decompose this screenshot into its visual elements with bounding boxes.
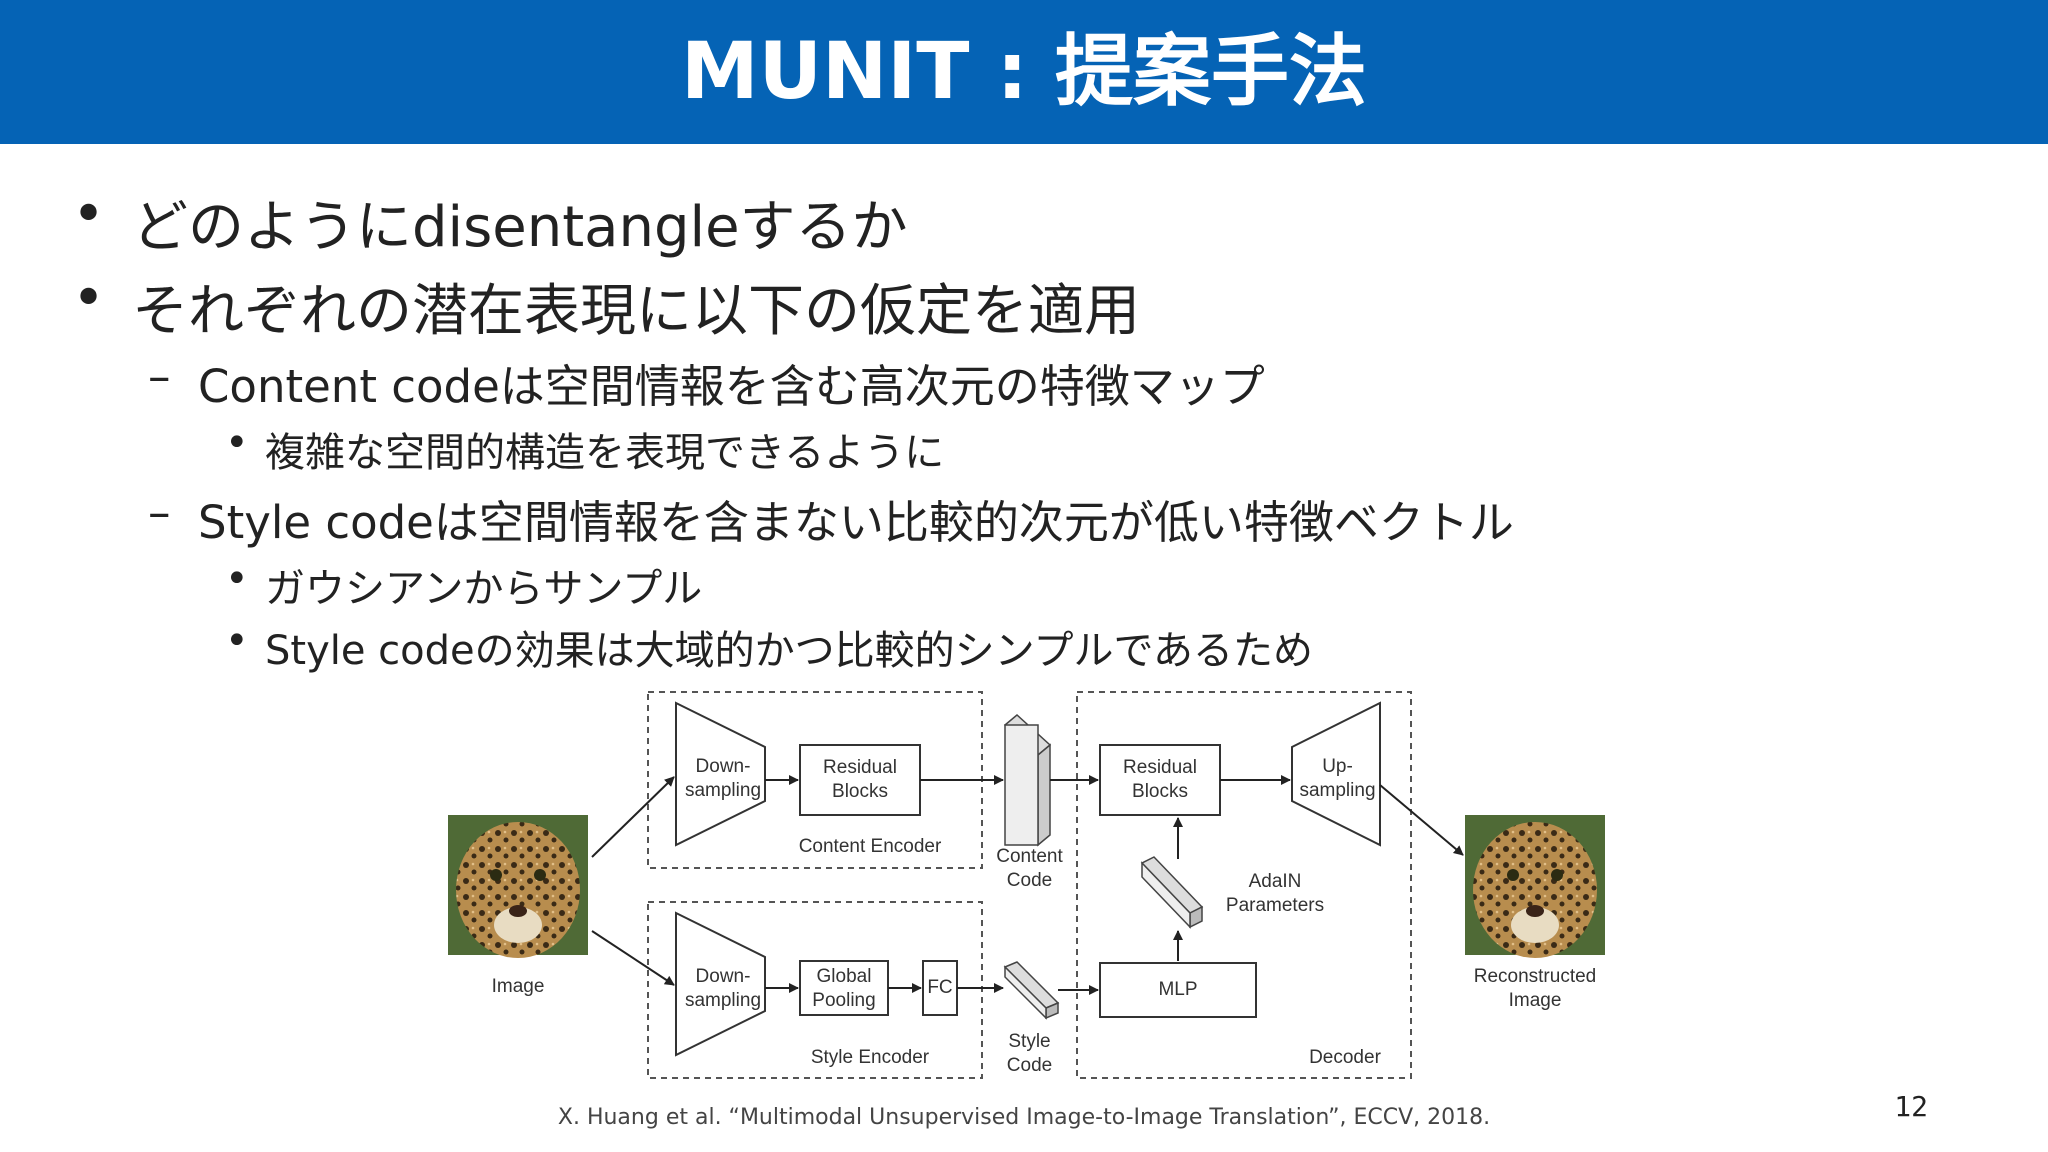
content-downsampling-trapezoid [675, 701, 766, 847]
mlp-box [1099, 962, 1257, 1018]
decoder-label: Decoder [1309, 1047, 1381, 1068]
bullet-marker: • [72, 266, 106, 331]
mlp-label: MLP [1158, 979, 1198, 1000]
page-number: 12 [1894, 1090, 1928, 1123]
image-label: Image [491, 976, 545, 997]
munit-architecture-figure: Image Down- sampling Residual Blocks Con… [430, 685, 1680, 1095]
bullet-marker: • [225, 618, 249, 664]
content-code-block [1004, 724, 1039, 846]
content-downsampling-label: Down- sampling [684, 756, 762, 801]
bullet-2-1: Content codeは空間情報を含む高次元の特徴マップ [198, 360, 1265, 413]
decoder-residual-label: Residual Blocks [1123, 757, 1197, 802]
adain-params-bar [1141, 861, 1191, 929]
style-code-bar [1004, 965, 1047, 1020]
reconstructed-label: Reconstructed Image [1473, 966, 1597, 1011]
bullet-list: • どのようにdisentangleするか • それぞれの潜在表現に以下の仮定を… [72, 182, 1514, 674]
bullet-marker: • [72, 182, 106, 247]
architecture-diagram [448, 691, 1605, 1079]
bullet-marker: • [225, 556, 249, 602]
dash-marker: – [148, 350, 171, 403]
dash-marker: – [148, 486, 171, 539]
style-encoder-group [647, 901, 983, 1079]
citation: X. Huang et al. “Multimodal Unsupervised… [557, 1105, 1491, 1130]
content-residual-label: Residual Blocks [823, 757, 897, 802]
content-encoder-label: Content Encoder [798, 836, 942, 857]
decoder-group [1076, 691, 1412, 1079]
bullet-2-2-1: ガウシアンからサンプル [265, 566, 703, 612]
content-residual-box [799, 744, 921, 816]
title-bar: MUNIT : 提案手法 [0, 0, 2048, 144]
upsampling-trapezoid [1291, 701, 1381, 847]
slide-title: MUNIT : 提案手法 [681, 27, 1367, 117]
bullet-2-2: Style codeは空間情報を含まない比較的次元が低い特徴ベクトル [198, 496, 1514, 549]
global-pooling-box [799, 960, 889, 1016]
fc-label: FC [927, 977, 953, 998]
style-code-label: Style Code [1006, 1031, 1053, 1076]
reconstructed-image [1465, 815, 1605, 958]
style-downsampling-label: Down- sampling [684, 966, 762, 1011]
style-encoder-label: Style Encoder [810, 1047, 930, 1068]
content-code-label: Content Code [996, 846, 1063, 891]
input-image [448, 815, 588, 958]
bullet-2: それぞれの潜在表現に以下の仮定を適用 [132, 279, 1140, 344]
adain-label: AdaIN Parameters [1225, 871, 1325, 916]
decoder-residual-box [1099, 744, 1221, 816]
bullet-marker: • [225, 420, 249, 466]
bullet-2-2-2: Style codeの効果は大域的かつ比較的シンプルであるため [265, 628, 1314, 674]
fc-box [922, 960, 958, 1016]
bullet-1: どのようにdisentangleするか [132, 195, 908, 260]
style-downsampling-trapezoid [675, 911, 766, 1057]
upsampling-label: Up- sampling [1299, 756, 1376, 801]
bullet-2-1-1: 複雑な空間的構造を表現できるように [265, 430, 945, 476]
global-pooling-label: Global Pooling [812, 966, 876, 1011]
